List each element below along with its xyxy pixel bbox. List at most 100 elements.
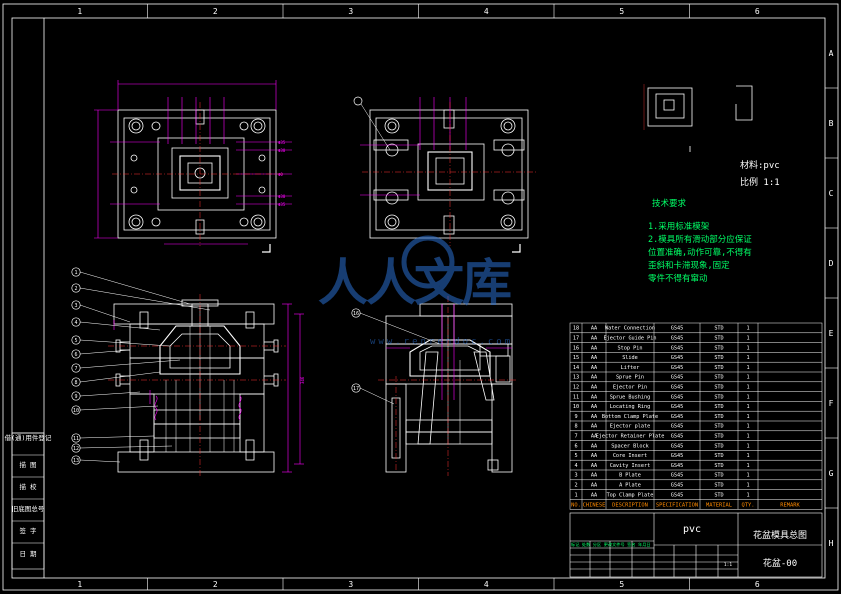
- callout-number: 6: [74, 352, 77, 358]
- grid-column-label: 6: [755, 580, 760, 589]
- part-callout: 10: [71, 405, 159, 415]
- bom-cell: STD: [714, 384, 723, 390]
- bom-cell: GS45: [671, 443, 684, 449]
- bom-cell: GS45: [671, 394, 684, 400]
- revision-row-labels: 标记 处数 分区 更改文件号 签名 年月日: [571, 541, 651, 548]
- callout-leader: [79, 459, 121, 463]
- part-callout: 6: [71, 349, 131, 359]
- scale-label: 比例 1:1: [740, 176, 780, 188]
- bom-cell: 1: [574, 492, 577, 498]
- stamp-label: 签 字: [20, 526, 37, 535]
- material-note: 材料:pvc 比例 1:1: [740, 159, 780, 188]
- tech-req-line: 2.模具所有滑动部分应保证: [648, 234, 752, 245]
- bom-cell: 9: [574, 414, 577, 420]
- title-scale: 1:1: [724, 562, 732, 568]
- front-section-view: 346: [108, 294, 305, 478]
- callout-number: 2: [74, 286, 77, 292]
- bom-cell: 1: [746, 414, 749, 420]
- bom-cell: GS45: [671, 365, 684, 371]
- callout-leader: [79, 287, 211, 311]
- bom-cell: Top Clamp Plate: [607, 492, 654, 498]
- grid-column-label: 6: [755, 7, 760, 16]
- bom-cell: 11: [573, 394, 579, 400]
- grid-column-label: 3: [348, 580, 353, 589]
- bom-cell: GS45: [671, 404, 684, 410]
- plastic-part-sketch: [643, 84, 753, 152]
- bom-cell: 1: [746, 365, 749, 371]
- bom-cell: 1: [746, 375, 749, 381]
- bom-cell: Cavity Insert: [610, 463, 651, 469]
- title-material: pvc: [683, 524, 701, 535]
- bom-cell: GS45: [671, 355, 684, 361]
- bom-header-cell: QTY.: [742, 502, 755, 508]
- bom-cell: 15: [573, 355, 579, 361]
- callout-balloon: [71, 363, 81, 373]
- bom-cell: 1: [746, 492, 749, 498]
- callout-number: 3: [74, 303, 77, 309]
- bom-cell: AA: [591, 375, 598, 381]
- callout-balloon: [71, 349, 81, 359]
- tech-req-line: 1.采用标准模架: [648, 221, 710, 232]
- callout-number: 8: [74, 380, 77, 386]
- callout-number: 11: [73, 436, 79, 442]
- bom-cell: 6: [574, 443, 577, 449]
- bom-cell: 7: [574, 433, 577, 439]
- svg-text:Φ30: Φ30: [278, 148, 286, 153]
- bom-cell: GS45: [671, 473, 684, 479]
- grid-column-label: 1: [77, 580, 82, 589]
- bom-cell: 1: [746, 384, 749, 390]
- bom-cell: AA: [591, 365, 598, 371]
- bom-cell: STD: [714, 345, 723, 351]
- bom-cell: AA: [591, 433, 598, 439]
- bom-cell: GS45: [671, 463, 684, 469]
- callout-balloon: [71, 377, 81, 387]
- callout-leader: [79, 304, 131, 323]
- svg-text:Φ30: Φ30: [278, 194, 286, 199]
- bom-cell: STD: [714, 375, 723, 381]
- bom-cell: 14: [573, 365, 579, 371]
- bom-cell: STD: [714, 443, 723, 449]
- stamp-label: 描 校: [20, 482, 37, 491]
- bom-cell: STD: [714, 404, 723, 410]
- grid-row-label: C: [829, 189, 834, 198]
- bom-cell: Bottom Clamp Plate: [602, 414, 658, 420]
- callout-leader: [79, 339, 171, 347]
- bom-cell: STD: [714, 414, 723, 420]
- grid-column-label: 5: [619, 580, 624, 589]
- bom-cell: Core Insert: [613, 453, 647, 459]
- plan-view-fixed-half: [353, 96, 536, 253]
- bom-cell: GS45: [671, 433, 684, 439]
- bom-cell: GS45: [671, 326, 684, 332]
- bom-cell: 1: [746, 443, 749, 449]
- callout-leader: [79, 391, 141, 397]
- bom-cell: GS45: [671, 424, 684, 430]
- left-stamp-column: 借(通)用件登记 描 图 描 校 旧底图总号 签 字 日 期: [5, 432, 52, 570]
- stamp-label: 描 图: [20, 460, 37, 469]
- bom-cell: AA: [591, 355, 598, 361]
- grid-row-label: H: [829, 539, 834, 548]
- bom-cell: STD: [714, 355, 723, 361]
- bom-cell: AA: [591, 414, 598, 420]
- callout-number: 12: [73, 446, 79, 452]
- callout-leader: [79, 349, 131, 355]
- bom-border: [569, 322, 823, 510]
- bom-cell: AA: [591, 384, 598, 390]
- part-callout: 13: [71, 455, 121, 465]
- bom-cell: GS45: [671, 384, 684, 390]
- bom-cell: Ejector Retainer Plate: [596, 433, 665, 439]
- bom-cell: STD: [714, 492, 723, 498]
- bom-header-cell: SPECIFICATION: [656, 502, 698, 508]
- bom-cell: Ejector Pin: [613, 384, 647, 390]
- bom-cell: AA: [591, 345, 598, 351]
- svg-text:Φ0: Φ0: [278, 172, 283, 177]
- grid-row-label: A: [829, 49, 834, 58]
- bom-cell: Ejector plate: [610, 424, 651, 430]
- grid-zone-marks: [147, 4, 838, 590]
- bom-cell: Stop Pin: [618, 345, 643, 351]
- part-callout: 4: [71, 317, 161, 331]
- callout-number: 17: [353, 386, 359, 392]
- callout-number: 10: [73, 408, 79, 414]
- bom-cell: 1: [746, 345, 749, 351]
